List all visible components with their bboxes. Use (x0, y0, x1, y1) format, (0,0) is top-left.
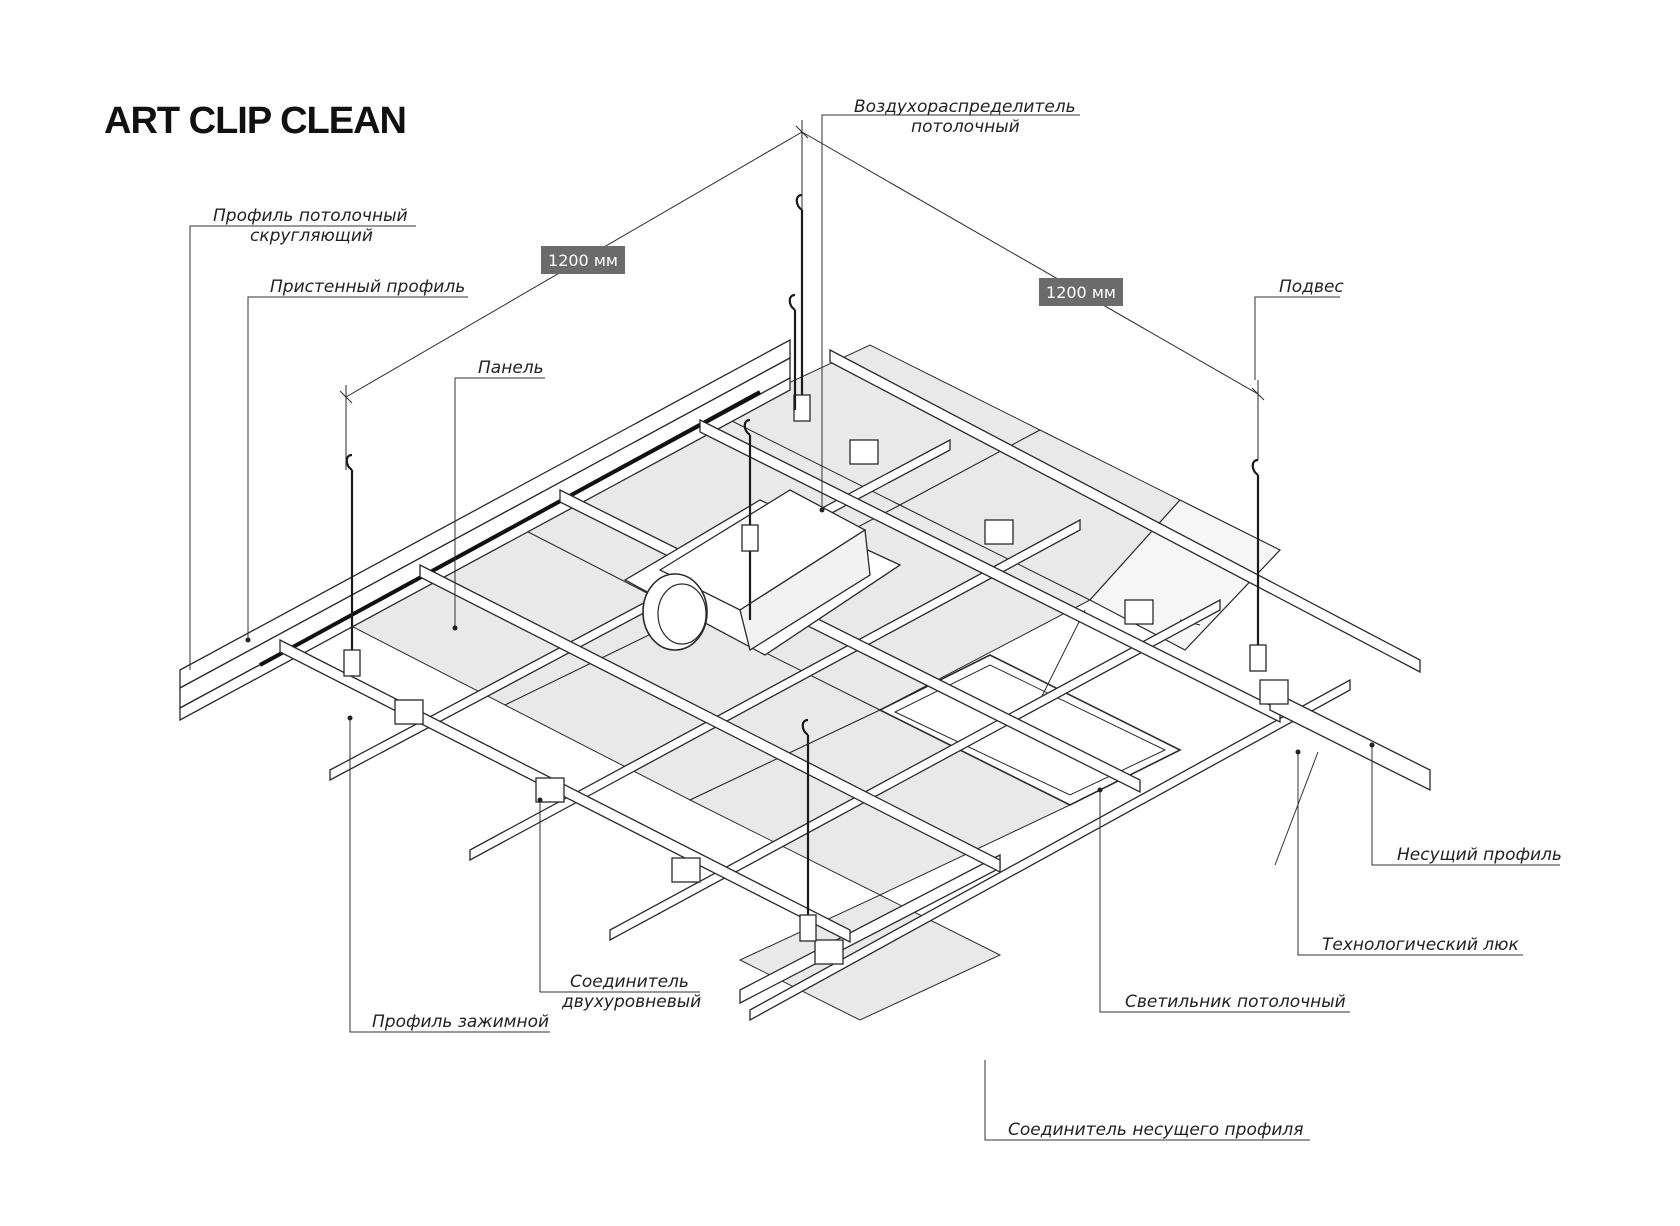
label-tech-hatch: Технологический люк (1322, 935, 1519, 955)
label-rounding-profile: скругляющий (250, 226, 373, 246)
hanger (1249, 458, 1267, 672)
label-two-level-connector: Соединитель (570, 972, 689, 992)
dimension-label-left: 1200 мм (548, 251, 618, 270)
label-air-diffuser: потолочный (911, 117, 1020, 137)
hanger (343, 453, 361, 677)
dimension-box-left: 1200 мм (541, 246, 625, 274)
label-air-diffuser: Воздухораспределитель (854, 97, 1076, 117)
label-ceiling-light: Светильник потолочный (1125, 992, 1346, 1012)
dimension-box-right: 1200 мм (1039, 278, 1123, 306)
hanger (788, 293, 797, 410)
connector (849, 439, 879, 465)
leader-lines (189, 114, 1560, 1141)
hanger (741, 418, 759, 620)
connector (814, 939, 844, 965)
label-two-level-connector: двухуровневый (561, 992, 701, 1012)
connector (984, 519, 1014, 545)
label-rounding-profile: Профиль потолочный (213, 206, 408, 226)
connector (1259, 679, 1289, 705)
dimension-label-right: 1200 мм (1046, 283, 1116, 302)
hanger (799, 718, 817, 942)
connector (394, 699, 424, 725)
main-profiles (329, 438, 1351, 1022)
label-main-profile-connector: Соединитель несущего профиля (1008, 1120, 1304, 1140)
air-diffuser (623, 489, 902, 656)
label-main-profile: Несущий профиль (1397, 845, 1562, 865)
label-hanger: Подвес (1279, 277, 1344, 297)
hanger (793, 193, 811, 422)
wall-profiles (179, 338, 791, 722)
hangers (343, 193, 1267, 942)
label-panel: Панель (478, 358, 544, 378)
two-level-connectors (394, 439, 1289, 965)
connector (671, 857, 701, 883)
diagram-title: ART CLIP CLEAN (104, 100, 407, 142)
labels: Воздухораспределитель потолочный Профиль… (213, 97, 1562, 1140)
label-clamp-profile: Профиль зажимной (372, 1012, 549, 1032)
connector (1124, 599, 1154, 625)
label-wall-profile: Пристенный профиль (270, 277, 465, 297)
